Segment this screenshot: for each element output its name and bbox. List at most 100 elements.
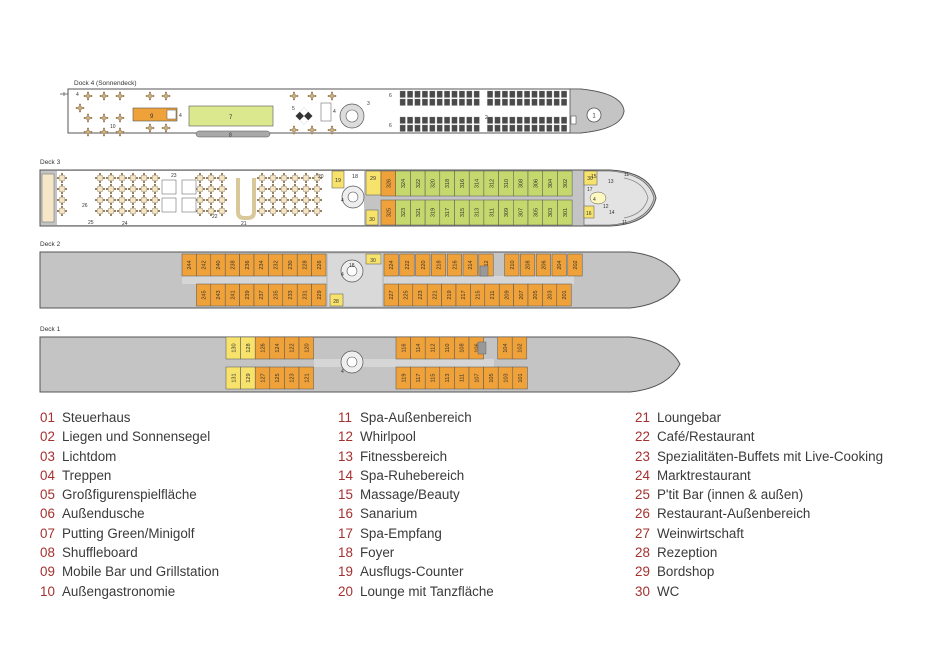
sun-lounger <box>531 90 538 98</box>
cabin-number: 107 <box>474 373 480 382</box>
sun-lounger <box>494 124 501 132</box>
bordshop <box>365 170 382 196</box>
cabin-number: 127 <box>261 373 267 382</box>
suite-cabin-number: 316 <box>460 179 466 188</box>
cabin <box>535 253 551 277</box>
legend-number: 19 <box>338 564 353 580</box>
deck2-stairwell-core <box>346 265 358 277</box>
cabin-number: 207 <box>519 290 525 299</box>
suite-cabin-number: 314 <box>475 179 481 188</box>
sun-lounger <box>494 98 501 106</box>
suite-cabin-number: 325 <box>386 208 392 217</box>
cabin <box>462 253 478 277</box>
restaurant-table <box>216 194 228 206</box>
table-group <box>115 113 125 123</box>
restaurant-table <box>205 194 217 206</box>
legend-text: Sanarium <box>360 506 418 522</box>
table-group <box>289 91 299 101</box>
sun-lounger <box>459 90 465 98</box>
sun-lounger <box>487 98 493 106</box>
legend-number: 05 <box>40 487 55 503</box>
restaurant-table <box>56 172 68 184</box>
legend-number: 21 <box>635 410 650 425</box>
whirlpool <box>589 191 607 205</box>
sun-lounger <box>407 116 413 124</box>
restaurant-table <box>116 194 128 206</box>
restaurant-table <box>56 194 68 206</box>
sun-lounger <box>553 98 560 106</box>
deck4-mark-4a: 4 <box>179 113 182 119</box>
table-group <box>145 123 155 133</box>
restaurant-table <box>267 183 279 195</box>
legend-number: 22 <box>635 429 650 445</box>
legend-text: Massage/Beauty <box>360 487 460 503</box>
restaurant-table <box>116 183 128 195</box>
legend-number: 07 <box>40 525 55 541</box>
cabin <box>504 253 520 277</box>
suite-cabin-number: 323 <box>401 208 407 217</box>
sun-lounger <box>451 116 458 124</box>
restaurant-tables <box>56 172 323 217</box>
deck2-corridor-fwd <box>384 276 574 284</box>
sun-lounger <box>399 124 406 132</box>
restaurant-table <box>138 205 150 217</box>
table-group <box>327 125 337 135</box>
sun-lounger <box>531 116 538 124</box>
cabin <box>520 253 536 277</box>
legend-text: Spa-Empfang <box>360 525 442 541</box>
deck2-mark-4: 4 <box>341 272 344 278</box>
table-group <box>75 103 85 113</box>
restaurant-table <box>289 194 301 206</box>
deck3-wc <box>365 209 379 226</box>
legend-text: Spa-Ruhebereich <box>360 467 465 483</box>
legend-number: 14 <box>338 467 353 483</box>
deck4-mark-10: 10 <box>110 124 116 130</box>
deck4-mark-1: 1 <box>592 114 596 120</box>
cabin-number: 115 <box>431 374 437 383</box>
cabin <box>551 253 567 277</box>
cabin <box>511 336 528 360</box>
restaurant-table <box>289 172 301 184</box>
sun-lounger <box>561 124 567 132</box>
sun-lounger <box>524 116 530 124</box>
table-group <box>99 127 109 137</box>
cabin-number: 209 <box>504 290 510 299</box>
legend-text: Ausflugs-Counter <box>360 564 464 580</box>
cabin-number: 243 <box>216 290 222 299</box>
legend-text: Rezeption <box>657 545 718 561</box>
deck3-mark-30a: 30 <box>369 217 375 223</box>
table-group <box>161 91 171 101</box>
shuffleboard <box>195 130 271 138</box>
legend-text: Café/Restaurant <box>657 429 755 445</box>
restaurant-table <box>149 172 161 184</box>
restaurant-table <box>256 172 268 184</box>
sun-lounger <box>399 116 406 124</box>
legend-number: 10 <box>40 583 55 599</box>
cabin-number: 112 <box>431 344 437 353</box>
restaurant-table <box>127 205 139 217</box>
cabin-number: 119 <box>401 374 407 383</box>
cabin-number: 245 <box>202 290 208 299</box>
legend-text: Marktrestaurant <box>657 467 751 483</box>
deck4-mark-9: 9 <box>150 114 154 120</box>
sun-lounger <box>539 116 545 124</box>
deck1-mark-4: 4 <box>341 369 344 375</box>
suite-cabin-number: 306 <box>533 179 539 188</box>
cabin-number: 217 <box>461 290 467 299</box>
restaurant-table <box>105 205 117 217</box>
legend-text: Bordshop <box>657 564 715 580</box>
deck3-mark-24: 24 <box>122 221 128 227</box>
